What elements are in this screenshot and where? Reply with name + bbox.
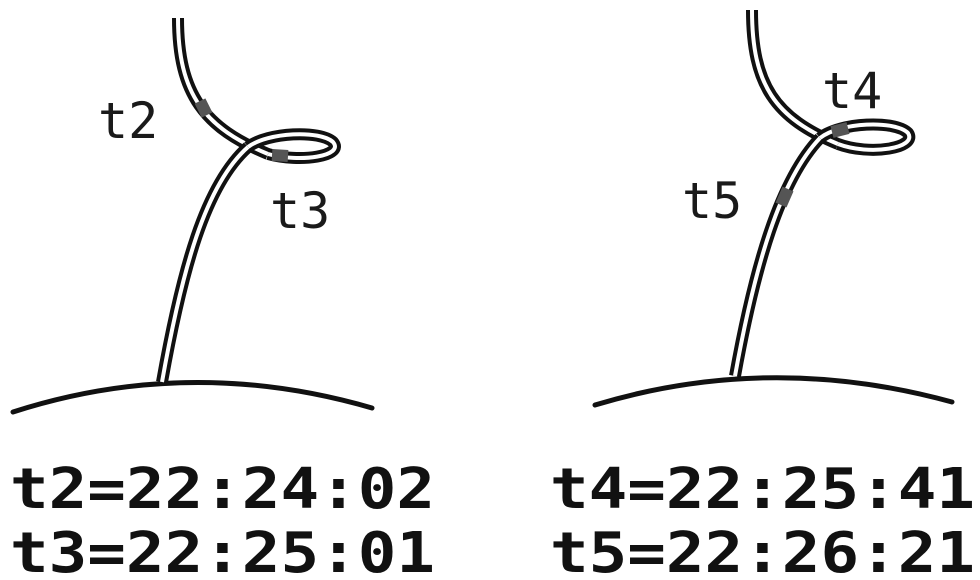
timestamp-t2: t2=22:24:02: [10, 457, 435, 522]
t5-position-marker: [775, 186, 794, 208]
left-tendril: [156, 17, 341, 384]
label-t5: t5: [682, 172, 742, 230]
left-ground-surface: [10, 380, 375, 415]
timestamp-t5: t5=22:26:21: [550, 521, 975, 580]
label-t4: t4: [822, 62, 882, 120]
label-t2: t2: [98, 92, 158, 150]
right-panel: t4 t5 t4=22:25:41 t5=22:26:21: [550, 9, 975, 580]
timestamp-t4: t4=22:25:41: [550, 457, 975, 522]
t4-position-marker: [830, 122, 850, 138]
t3-position-marker: [271, 149, 289, 162]
right-tendril: [729, 9, 916, 378]
label-t3: t3: [270, 182, 330, 240]
timestamp-t3: t3=22:25:01: [10, 521, 435, 580]
right-ground-surface: [592, 375, 955, 408]
left-panel: t2 t3 t2=22:24:02 t3=22:25:01: [10, 17, 435, 580]
t2-position-marker: [194, 98, 213, 118]
